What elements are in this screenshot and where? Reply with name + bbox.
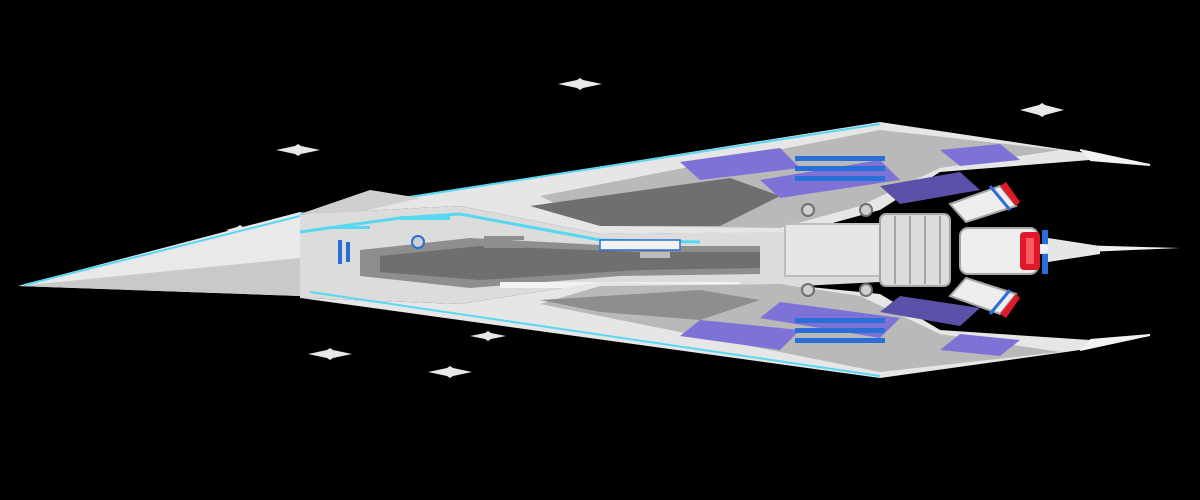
trim-light-2 xyxy=(330,226,370,229)
upper-panel-4 xyxy=(940,144,1020,166)
trim-light-1 xyxy=(400,216,450,220)
starship xyxy=(18,122,1180,378)
main-engine-core xyxy=(1026,238,1034,264)
lower-wing xyxy=(300,282,1151,378)
upper-panel-1 xyxy=(680,148,800,180)
star-sparkle xyxy=(470,331,506,341)
reactor-cylinder xyxy=(879,213,951,287)
lower-wing-tip xyxy=(1079,334,1151,351)
lower-wing-edge-trim xyxy=(309,291,881,377)
upper-lightbar-2 xyxy=(795,166,885,171)
thruster-port-2 xyxy=(859,203,873,217)
rear-antenna-base xyxy=(1048,238,1100,262)
upper-panel-3 xyxy=(880,172,980,204)
upper-wing xyxy=(299,122,1151,234)
thruster-port-4 xyxy=(859,283,873,297)
spine-details xyxy=(338,235,681,264)
upper-wing-tip xyxy=(1079,149,1151,166)
lower-lightbar-2 xyxy=(795,328,885,333)
thruster-port-1 xyxy=(801,203,815,217)
lower-wing-dark-deck xyxy=(540,290,760,320)
lower-engine-pod xyxy=(948,276,1020,318)
star-sparkle xyxy=(308,348,352,360)
upper-lightbar-3 xyxy=(795,176,885,181)
nose-spike-accent xyxy=(23,215,301,286)
lower-lightbar-3 xyxy=(795,338,885,343)
star-sparkle xyxy=(276,144,320,156)
thruster-port-3 xyxy=(801,283,815,297)
star-sparkle xyxy=(1020,103,1064,117)
engine-section xyxy=(784,182,1180,318)
star-sparkle xyxy=(428,366,472,378)
upper-lightbar-1 xyxy=(795,156,885,161)
lower-panel-3 xyxy=(880,296,980,326)
upper-engine-pod xyxy=(948,182,1020,224)
lower-panel-1 xyxy=(680,320,800,350)
lower-panel-4 xyxy=(940,334,1020,356)
aft-core xyxy=(784,223,886,277)
lower-lightbar-1 xyxy=(795,318,885,323)
upper-wing-fin xyxy=(300,190,420,214)
star-sparkle xyxy=(558,78,602,90)
upper-wing-dark-deck xyxy=(530,178,780,226)
